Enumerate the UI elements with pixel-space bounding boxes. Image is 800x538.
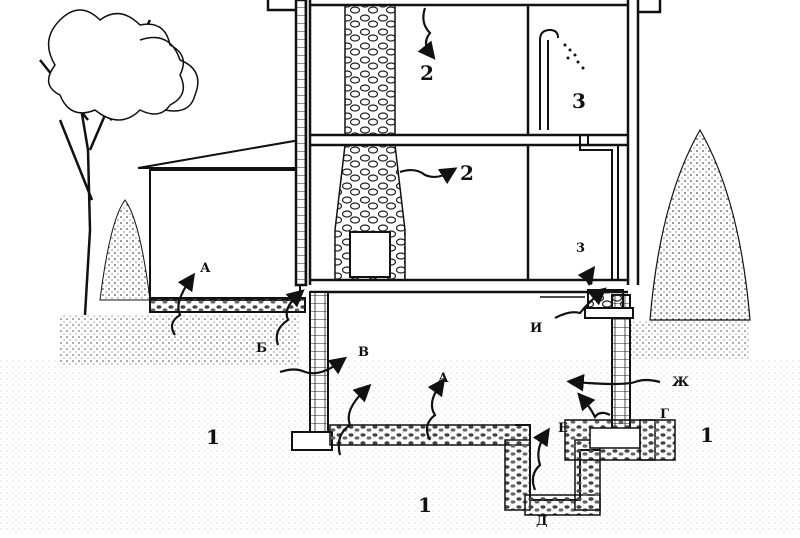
garage [137, 139, 306, 313]
label-2-mid: 2 [460, 161, 474, 185]
label-a-garage: А [200, 261, 211, 276]
label-g-right: Г [660, 407, 669, 422]
label-e: Е [558, 421, 568, 436]
radon-arrows [170, 7, 661, 491]
label-2-top: 2 [420, 61, 434, 85]
label-zh: Ж [672, 375, 689, 390]
tree-illustration [39, 9, 199, 316]
label-a-basement: А [438, 371, 449, 386]
ground-soil [0, 315, 800, 533]
fireplace-chimney [334, 4, 406, 281]
label-i: И [530, 321, 542, 336]
label-d: Д [536, 514, 548, 529]
label-b: Б [256, 341, 267, 356]
plumbing-pipes [539, 28, 619, 280]
basement-floor [329, 419, 676, 516]
shower-spray [563, 43, 585, 70]
conifer-right [649, 128, 751, 321]
label-g-left: Г [358, 386, 367, 401]
label-3-small: 3 [576, 241, 585, 256]
label-1-bottom: 1 [418, 493, 432, 517]
shrub-left [99, 199, 151, 301]
label-v: В [358, 345, 369, 360]
label-1-right: 1 [700, 423, 714, 447]
label-3-top: 3 [572, 89, 586, 113]
label-1-left: 1 [206, 425, 220, 449]
